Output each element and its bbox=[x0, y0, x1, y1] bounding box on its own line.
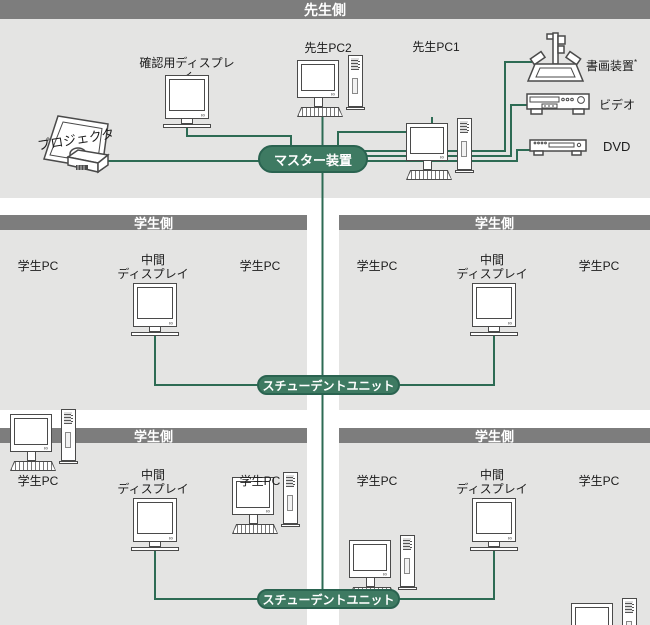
student-pc-label: 学生PC bbox=[578, 474, 620, 488]
mid-display-label-line1: 中間 bbox=[479, 253, 504, 267]
wire-mid-display-left-1 bbox=[154, 336, 262, 386]
wire-mid-display-right-2 bbox=[396, 551, 495, 600]
student-section-header-1: 学生側 bbox=[0, 215, 307, 231]
monitor-icon: ∞ bbox=[131, 283, 179, 336]
monitor-icon: ∞ bbox=[470, 498, 518, 551]
student-unit-label: スチューデントユニット bbox=[262, 378, 395, 393]
student-section-title: 学生側 bbox=[133, 216, 173, 231]
mid-display-label: 中間 ディスプレイ bbox=[448, 253, 536, 282]
student-section-title: 学生側 bbox=[133, 429, 173, 444]
student-pc-label: 学生PC bbox=[17, 474, 59, 488]
student-unit-1: スチューデントユニット bbox=[257, 375, 400, 395]
mid-display-label-line2: ディスプレイ bbox=[117, 481, 189, 496]
desktop-pc-icon: ∞ bbox=[10, 409, 78, 472]
student-unit-2: スチューデントユニット bbox=[257, 589, 400, 609]
doc-camera-label: 書画装置* bbox=[586, 58, 646, 74]
document-camera-icon bbox=[526, 31, 585, 90]
doc-camera-note: * bbox=[634, 58, 638, 67]
projector-icon bbox=[64, 143, 112, 180]
pc-tower-icon bbox=[348, 55, 363, 107]
monitor-icon: ∞ bbox=[470, 283, 518, 336]
student-pc-label: 学生PC bbox=[356, 474, 398, 488]
pc-tower-icon bbox=[400, 535, 415, 587]
keyboard-icon bbox=[406, 170, 452, 180]
master-unit: マスター装置 bbox=[258, 145, 368, 173]
pc-tower-icon bbox=[457, 118, 472, 170]
wire-confirm-display bbox=[186, 122, 292, 150]
dvd-player-icon bbox=[529, 138, 591, 165]
mid-display-label: 中間 ディスプレイ bbox=[109, 253, 197, 282]
doc-camera-label-text: 書画装置 bbox=[586, 59, 635, 73]
desktop-pc-icon: ∞ bbox=[406, 118, 474, 181]
keyboard-icon bbox=[297, 107, 343, 117]
teacher-section-title: 先生側 bbox=[304, 1, 346, 18]
keyboard-icon bbox=[232, 524, 278, 534]
student-unit-label: スチューデントユニット bbox=[262, 592, 395, 607]
teacher-section-header: 先生側 bbox=[0, 0, 650, 19]
teacher-pc2-label: 先生PC2 bbox=[304, 41, 352, 55]
vcr-icon bbox=[526, 93, 592, 122]
monitor-icon: ∞ bbox=[163, 75, 211, 128]
student-pc-label: 学生PC bbox=[578, 259, 620, 273]
mid-display-label-line1: 中間 bbox=[140, 468, 165, 482]
mid-display-label-line1: 中間 bbox=[479, 468, 504, 482]
student-pc-label: 学生PC bbox=[239, 474, 281, 488]
dvd-label: DVD bbox=[603, 139, 631, 154]
mid-display-label: 中間 ディスプレイ bbox=[109, 468, 197, 497]
master-unit-label: マスター装置 bbox=[273, 152, 352, 168]
student-section-title: 学生側 bbox=[474, 216, 514, 231]
teacher-pc1-label: 先生PC1 bbox=[412, 40, 460, 54]
mid-display-label-line1: 中間 bbox=[140, 253, 165, 267]
student-section-title: 学生側 bbox=[474, 429, 514, 444]
student-pc-label: 学生PC bbox=[17, 259, 59, 273]
student-section-header-4: 学生側 bbox=[339, 428, 650, 444]
wire-dvd bbox=[364, 149, 531, 162]
mid-display-label: 中間 ディスプレイ bbox=[448, 468, 536, 497]
desktop-pc-icon: ∞ bbox=[232, 472, 300, 535]
student-pc-label: 学生PC bbox=[356, 259, 398, 273]
mid-display-label-line2: ディスプレイ bbox=[456, 481, 528, 496]
student-section-header-3: 学生側 bbox=[0, 428, 307, 444]
wire-mid-display-right-1 bbox=[396, 336, 495, 386]
mid-display-label-line2: ディスプレイ bbox=[117, 266, 189, 281]
monitor-icon: ∞ bbox=[131, 498, 179, 551]
pc-tower-icon bbox=[622, 598, 637, 625]
desktop-pc-icon: ∞ bbox=[571, 598, 639, 625]
video-label: ビデオ bbox=[599, 98, 636, 112]
pc-tower-icon bbox=[283, 472, 298, 524]
wire-mid-display-left-2 bbox=[154, 551, 262, 600]
student-pc-label: 学生PC bbox=[239, 259, 281, 273]
student-section-header-2: 学生側 bbox=[339, 215, 650, 231]
desktop-pc-icon: ∞ bbox=[297, 55, 365, 118]
mid-display-label-line2: ディスプレイ bbox=[456, 266, 528, 281]
keyboard-icon bbox=[10, 461, 56, 471]
pc-tower-icon bbox=[61, 409, 76, 461]
